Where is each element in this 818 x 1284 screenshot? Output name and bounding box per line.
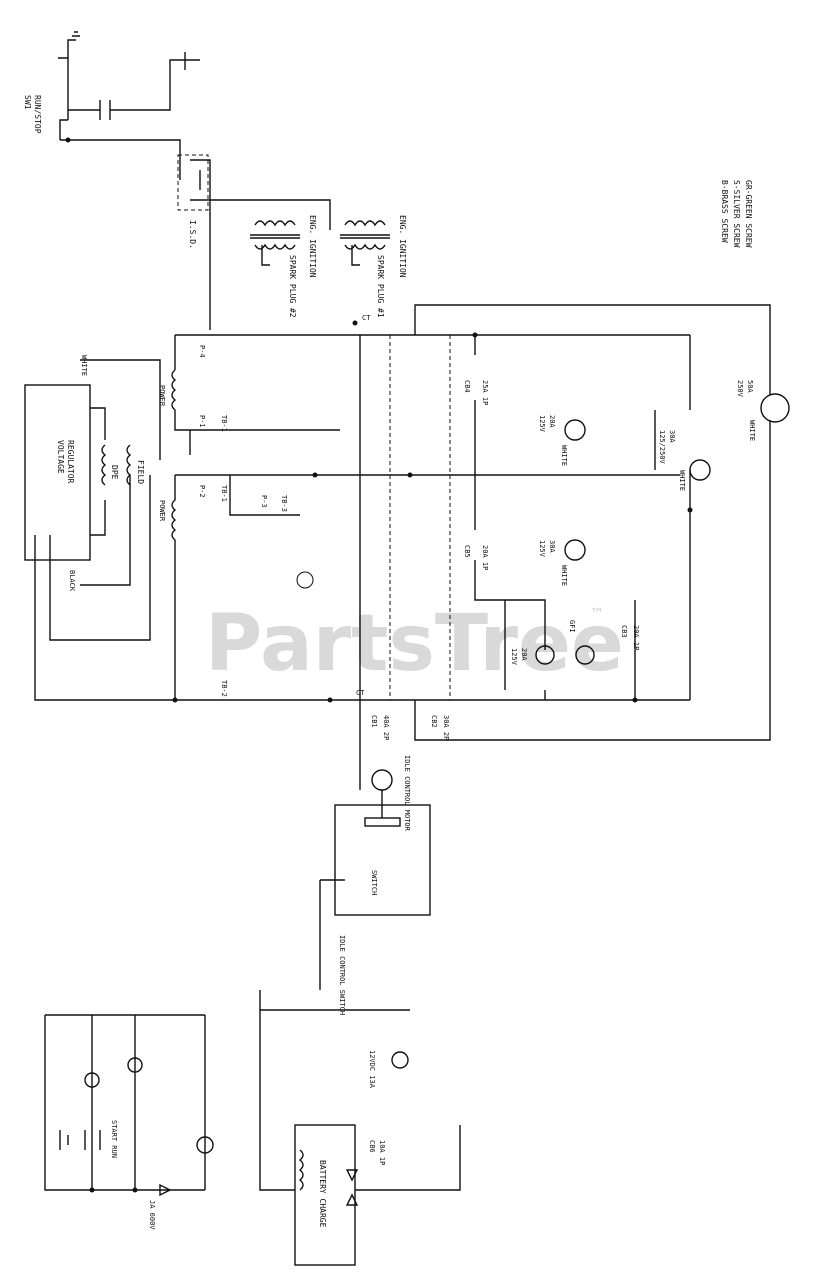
svg-text:50A: 50A [746,380,754,393]
watermark-text: PartsTree [205,599,624,689]
cb1-label: CB1 [370,715,378,728]
ct-label-1: CT [362,314,371,322]
screw-legend: B-BRASS SCREW S-SILVER SCREW GR-GREEN SC… [720,180,753,248]
svg-text:125V: 125V [538,540,546,558]
regulator-title: VOLTAGE [56,440,65,474]
svg-text:12VDC 13A: 12VDC 13A [368,1050,376,1089]
ignition-circuit: SW1 RUN/STOP I.S.D. ENG. IGNITION ENG. I… [23,31,407,330]
cb4-rating: 25A 1P [481,380,489,405]
svg-text:TB-1: TB-1 [220,485,228,502]
svg-text:20A: 20A [548,415,556,428]
cb3-rating: 20A 1P [632,625,640,650]
legend-brass: B-BRASS SCREW [720,180,729,243]
breaker-section: CT CT [327,304,771,790]
isd-label: I.S.D. [188,220,197,249]
coil1-label: ENG. IGNITION [308,215,317,278]
power-label-1: POWER [158,385,166,407]
run-stop-label: RUN/STOP [33,95,42,134]
battery-charge-label: BATTERY CHARGE [318,1160,327,1228]
regulator-white: WHITE [80,355,88,376]
cb5-rating: 20A 1P [481,545,489,570]
idle-motor-label: IDLE CONTROL MOTOR [403,755,411,832]
svg-text:WHITE: WHITE [678,470,686,491]
dpe-label: DPE [110,465,119,480]
svg-text:WHITE: WHITE [560,565,568,586]
legend-silver: S-SILVER SCREW [732,180,741,248]
cb1-rating: 40A 2P [382,715,390,740]
switch-label: SWITCH [370,870,378,895]
power-label-2: POWER [158,500,166,522]
svg-text:P-2: P-2 [198,485,206,498]
svg-text:125V: 125V [538,415,546,433]
terminal-labels: P-4 P-1 TB-1 P-2 TB-1 P-3 TB-3 TB-2 [198,345,288,697]
start-circuit: START RUN JA 600V [44,1014,214,1230]
regulator-black: BLACK [68,570,76,592]
svg-text:20A: 20A [520,648,528,661]
battery-charge: BATTERY CHARGE 12VDC 13A CB6 10A 1P [259,990,461,1266]
idle-switch-label: IDLE CONTROL SWITCH [338,935,346,1015]
plug2-label: SPARK PLUG #1 [376,255,385,318]
svg-text:125V: 125V [510,648,518,666]
svg-text:CB6: CB6 [368,1140,376,1153]
ignition-coil-2 [340,220,390,266]
svg-text:10A 1P: 10A 1P [378,1140,386,1165]
svg-text:WHITE: WHITE [560,445,568,466]
ct-label-2: CT [356,689,365,697]
cb2-label: CB2 [430,715,438,728]
svg-text:TB-2: TB-2 [220,680,228,697]
coil2-label: ENG. IGNITION [398,215,407,278]
idle-control: IDLE CONTROL MOTOR SWITCH IDLE CONTROL S… [319,755,431,1015]
svg-text:30A: 30A [548,540,556,553]
cb5-label: CB5 [463,545,471,558]
field-label: FIELD [136,460,145,484]
ignition-coil-1 [250,220,300,266]
receptacle-250v-50a: 250V 50A WHITE [736,380,790,441]
cb4-label: CB4 [463,380,471,393]
svg-text:P-3: P-3 [260,495,268,508]
receptacle-gfi: 125V 20A GFI [510,620,595,666]
legend-green: GR-GREEN SCREW [744,180,753,248]
ground-terminal [296,571,314,589]
receptacle-125v-30a: 125V 30A WHITE [538,539,586,586]
rectifier-icon [391,1051,409,1069]
svg-text:JA 600V: JA 600V [148,1200,156,1230]
svg-text:125/250V: 125/250V [658,430,666,465]
sw1-label: SW1 [23,95,32,110]
svg-text:START RUN: START RUN [110,1120,118,1158]
cb3-label: CB3 [620,625,628,638]
stator-windings: POWER POWER [158,334,680,703]
svg-text:P-4: P-4 [198,345,206,358]
svg-text:250V: 250V [736,380,744,398]
svg-text:TB-1: TB-1 [220,415,228,432]
regulator-subtitle: REGULATOR [66,440,75,484]
plug1-label: SPARK PLUG #2 [288,255,297,318]
voltage-regulator: VOLTAGE REGULATOR WHITE BLACK DPE FIELD [24,355,340,701]
svg-text:30A: 30A [668,430,676,443]
cb2-rating: 30A 2P [442,715,450,740]
receptacle-125-250v-30a: 125/250V 30A WHITE [658,430,711,491]
svg-text:WHITE: WHITE [748,420,756,441]
svg-text:TB-3: TB-3 [280,495,288,512]
receptacle-125v-20a: 125V 20A WHITE [538,415,586,466]
svg-text:GFI: GFI [568,620,576,633]
idle-motor-icon [371,769,393,791]
watermark-tm: ™ [590,606,604,622]
svg-text:P-1: P-1 [198,415,206,428]
